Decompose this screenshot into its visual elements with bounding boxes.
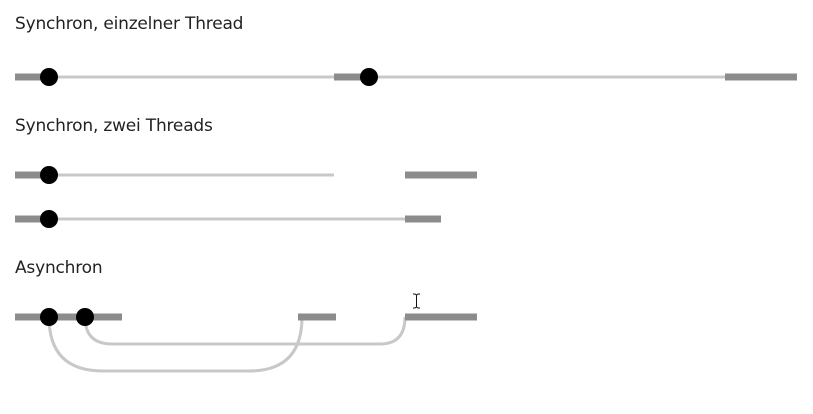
request-dot — [360, 68, 378, 86]
timeline-single-thread — [15, 68, 797, 86]
request-dot — [40, 68, 58, 86]
section-title-single-thread: Synchron, einzelner Thread — [15, 14, 244, 34]
timeline-thread-one — [15, 166, 477, 184]
request-dot — [40, 210, 58, 228]
request-dot — [40, 166, 58, 184]
request-dot — [76, 308, 94, 326]
timeline-async — [15, 308, 477, 373]
request-dot — [40, 308, 58, 326]
callback-arc-inner — [83, 316, 407, 346]
callback-arc-outer — [47, 316, 304, 373]
text-cursor-icon — [413, 293, 420, 309]
timeline-thread-two — [15, 210, 441, 228]
section-title-two-threads: Synchron, zwei Threads — [15, 116, 213, 136]
section-title-async: Asynchron — [15, 258, 103, 278]
